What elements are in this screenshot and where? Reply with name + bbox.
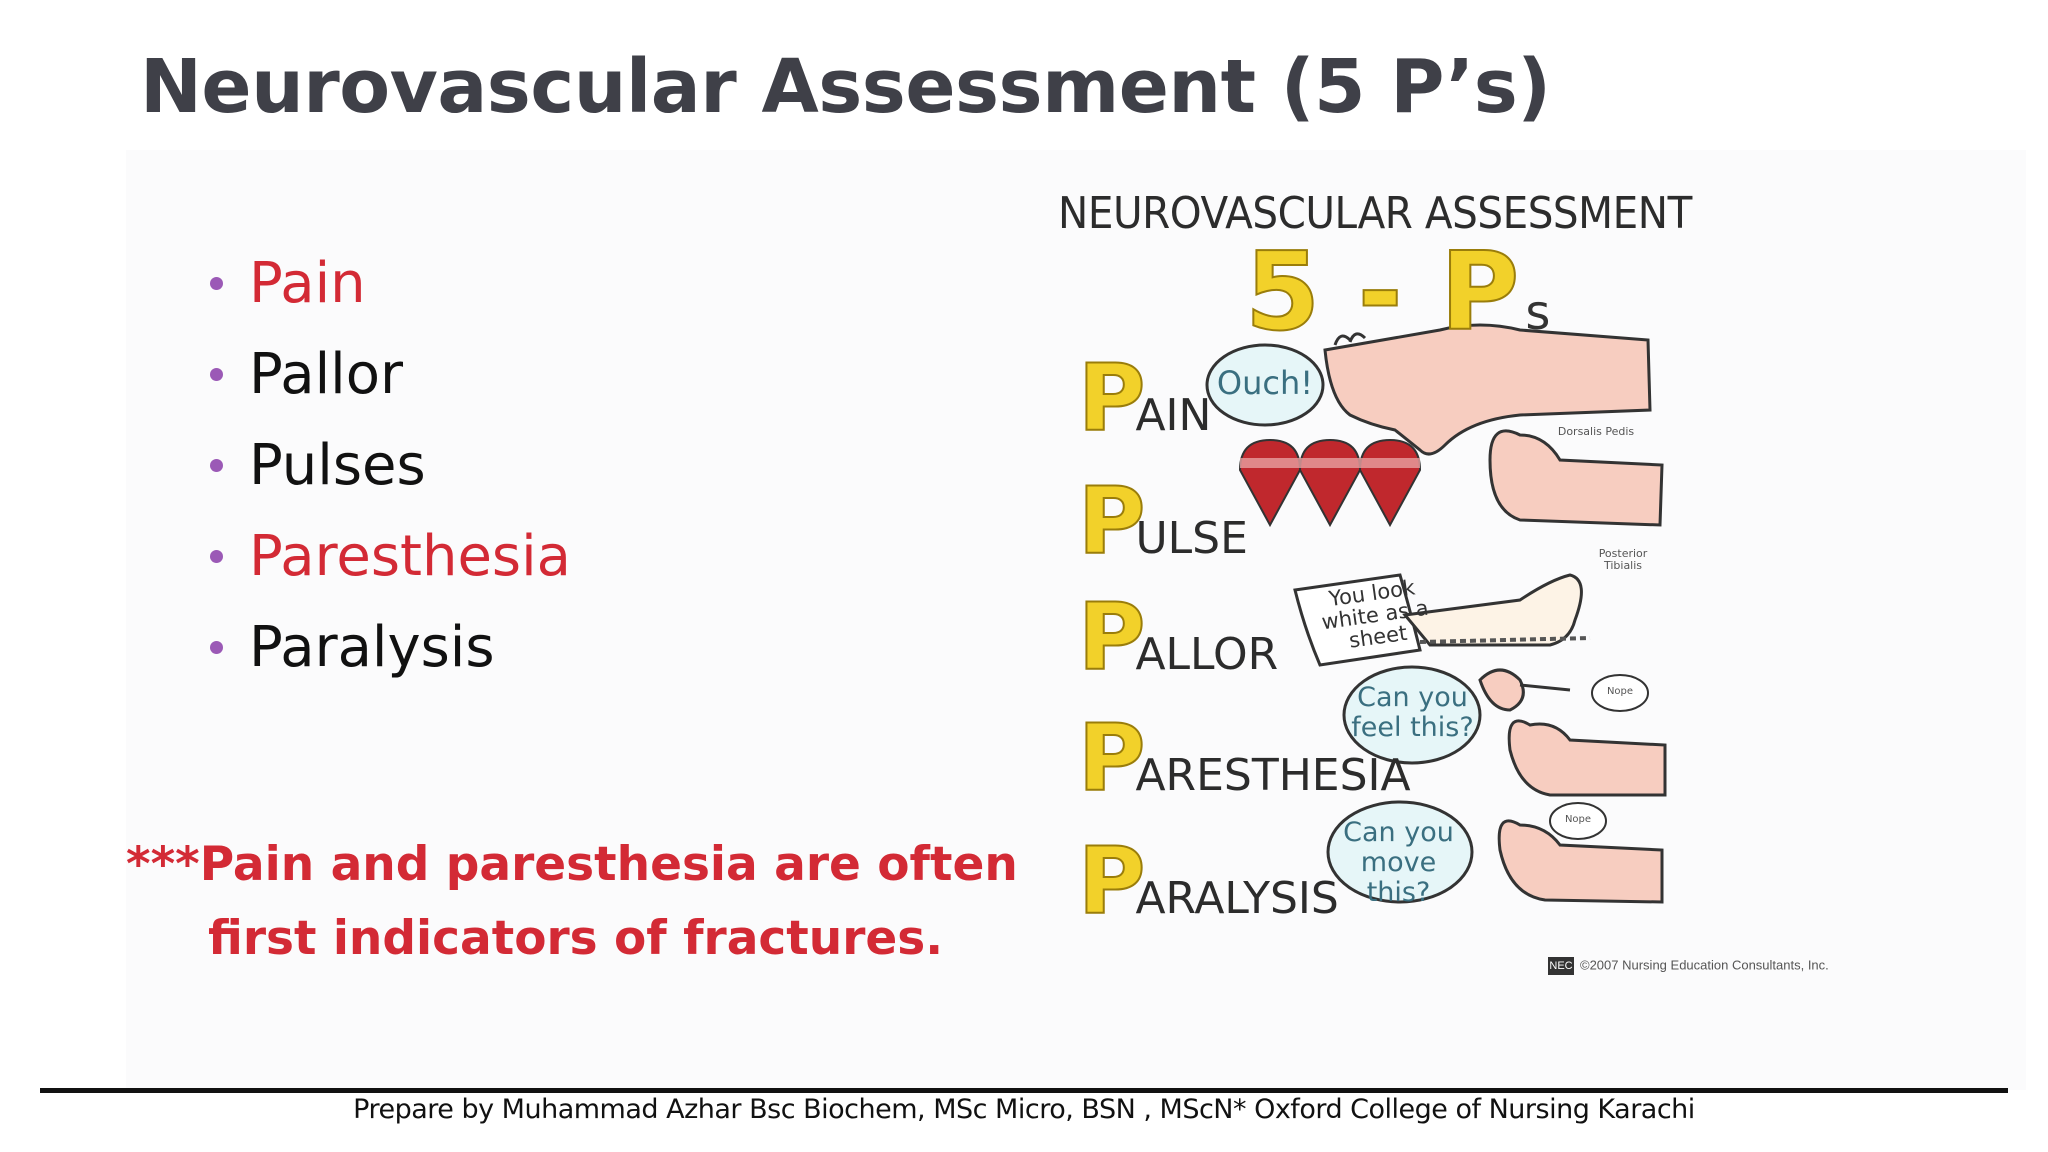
bullet-item: Pallor [210, 329, 571, 420]
bullet-item: Paralysis [210, 602, 571, 693]
bullet-dot [210, 550, 223, 563]
posterior-label: Posterior Tibialis [1598, 547, 1648, 572]
pallor-scroll-bubble [1293, 573, 1422, 667]
publisher-logo: NEC [1548, 957, 1574, 975]
bullet-text: Pallor [249, 342, 403, 407]
copyright-text: ©2007 Nursing Education Consultants, Inc… [1580, 957, 1829, 973]
dorsalis-label: Dorsalis Pedis [1557, 425, 1635, 438]
pulse-hearts [1238, 438, 1422, 528]
row-paresthesia: PARESTHESIA [1077, 704, 1411, 813]
bullet-text: Paralysis [249, 615, 495, 680]
five-ps-illustration [1205, 323, 1667, 904]
row-letter: P [1077, 827, 1146, 936]
bullet-dot [210, 641, 223, 654]
pain-leg-drawing [1323, 323, 1652, 456]
row-word: ARALYSIS [1135, 873, 1339, 924]
move-bubble [1326, 800, 1474, 904]
slide-background [126, 150, 2026, 1090]
row-word: ARESTHESIA [1135, 750, 1411, 801]
five-ps-main: 5 - P [1244, 229, 1520, 356]
bullet-dot [210, 459, 223, 472]
footer-credit: Prepare by Muhammad Azhar Bsc Biochem, M… [353, 1094, 1695, 1125]
feel-bubble [1342, 665, 1482, 765]
bullet-list: Pain Pallor Pulses Paresthesia Paralysis [210, 238, 571, 693]
five-ps-suffix: s [1525, 285, 1551, 341]
feel-text: Can you feel this? [1351, 682, 1474, 743]
bullet-text: Pain [249, 251, 366, 316]
row-letter: P [1077, 583, 1146, 692]
nope-text-2: Nope [1564, 814, 1592, 825]
note-line-2: first indicators of fractures. [208, 911, 944, 966]
bullet-item: Pulses [210, 420, 571, 511]
row-word: AIN [1135, 390, 1212, 441]
row-word: ULSE [1135, 513, 1248, 564]
row-pallor: PALLOR [1077, 583, 1279, 692]
move-text: Can you move this? [1343, 817, 1454, 908]
figure-title: NEUROVASCULAR ASSESSMENT [1058, 188, 1692, 239]
bullet-dot [210, 277, 223, 290]
note-line-1: ***Pain and paresthesia are often [126, 837, 1018, 892]
footer-rule [40, 1088, 2008, 1093]
ouch-bubble [1205, 343, 1325, 427]
bullet-text: Pulses [249, 433, 426, 498]
row-letter: P [1077, 467, 1146, 576]
row-letter: P [1077, 344, 1146, 453]
nope-bubble-2 [1549, 802, 1607, 840]
nope-text-1: Nope [1606, 686, 1634, 697]
bullet-item: Pain [210, 238, 571, 329]
bullet-text: Paresthesia [249, 524, 571, 589]
nope-bubble-1 [1591, 674, 1649, 712]
row-letter: P [1077, 704, 1146, 813]
paresthesia-foot-drawing [1478, 668, 1667, 797]
bullet-dot [210, 368, 223, 381]
row-pulse: PULSE [1077, 467, 1248, 576]
slide-title: Neurovascular Assessment (5 P’s) [140, 44, 1551, 130]
bullet-item: Paresthesia [210, 511, 571, 602]
row-paralysis: PARALYSIS [1077, 827, 1339, 936]
fracture-note: ***Pain and paresthesia are often first … [126, 828, 1018, 976]
pulse-foot-drawing [1488, 429, 1664, 527]
ouch-text: Ouch! [1216, 364, 1314, 402]
paralysis-foot-drawing [1497, 819, 1664, 904]
row-word: ALLOR [1135, 629, 1279, 680]
row-pain: PAIN [1077, 344, 1212, 453]
pallor-foot-drawing [1402, 573, 1591, 647]
illustration-copyright: NEC ©2007 Nursing Education Consultants, … [1548, 957, 1829, 975]
